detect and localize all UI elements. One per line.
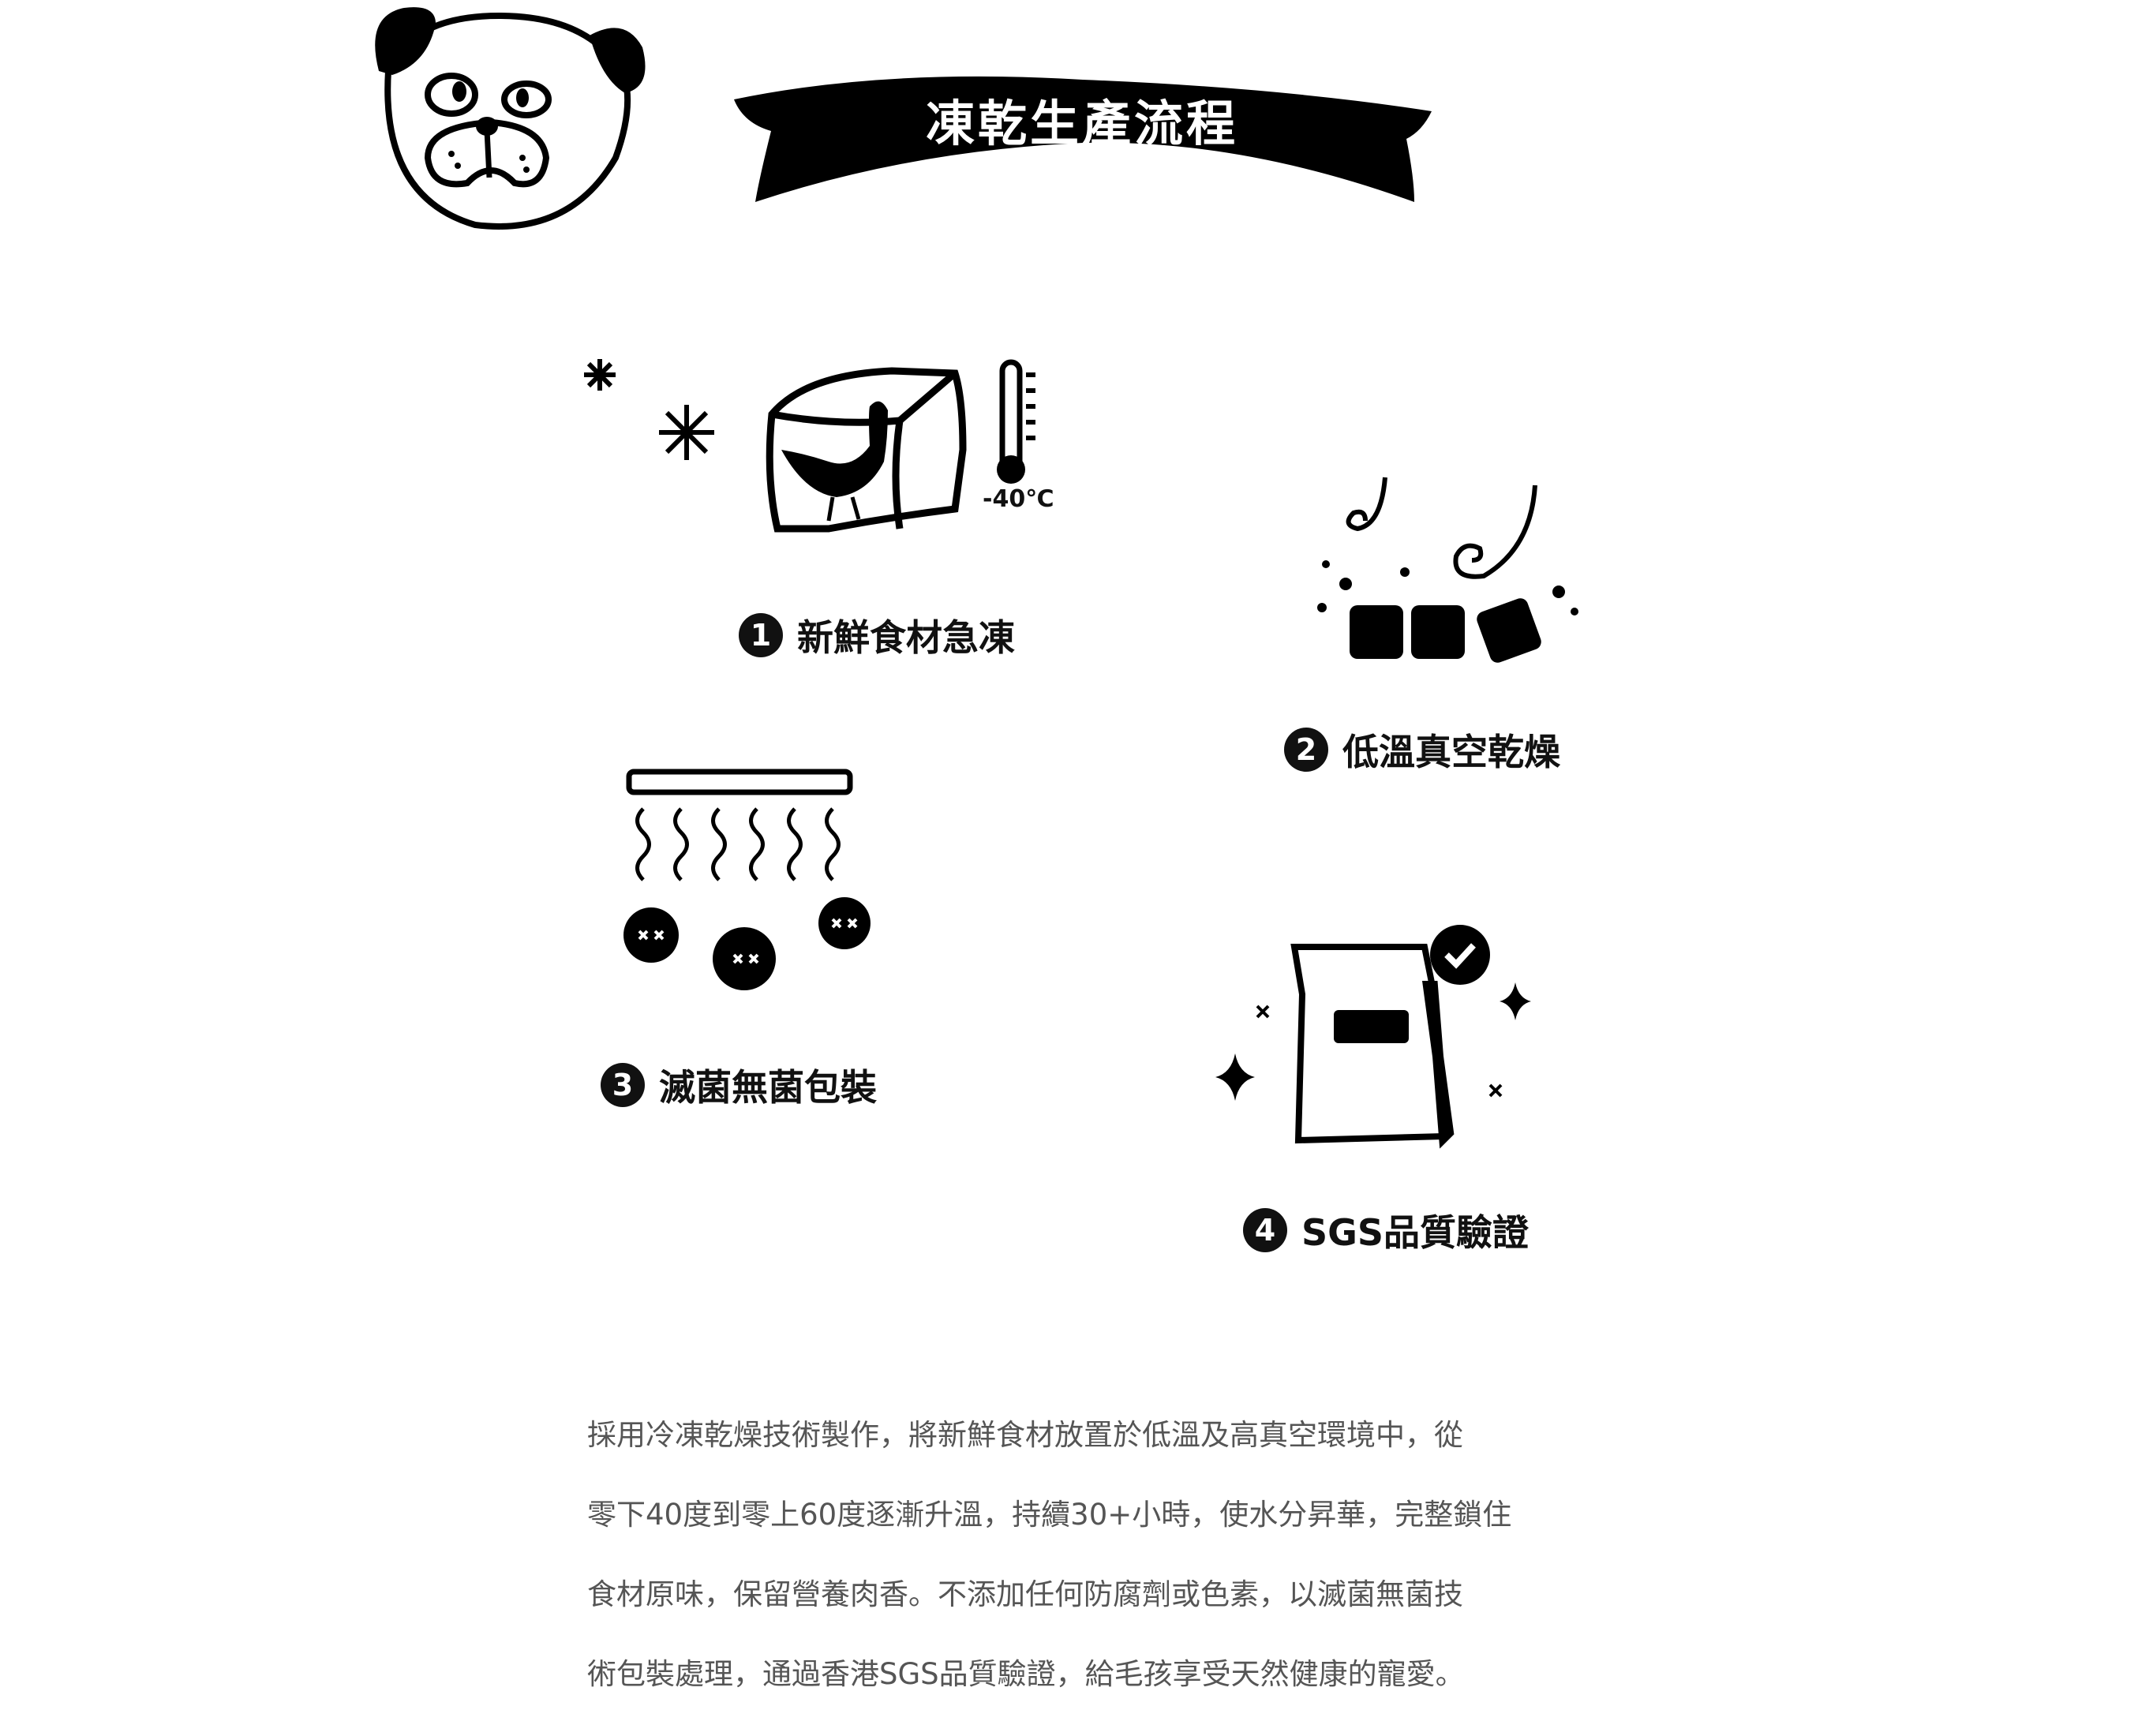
step-number: 3 bbox=[601, 1063, 645, 1107]
temperature-label: -40℃ bbox=[983, 485, 1054, 513]
step-number: 1 bbox=[739, 613, 783, 657]
description-line: 食材原味，保留營養肉香。不添加任何防腐劑或色素，以滅菌無菌技 bbox=[587, 1577, 1463, 1611]
vacuum-drying-icon bbox=[1317, 477, 1578, 663]
step-text: 滅菌無菌包裝 bbox=[659, 1066, 877, 1109]
page-title: 凍乾生產流程 bbox=[925, 95, 1238, 152]
step-1-label: 1 新鮮食材急凍 bbox=[739, 609, 1015, 661]
description-line: 採用冷凍乾燥技術製作，將新鮮食材放置於低溫及高真空環境中，從 bbox=[587, 1418, 1463, 1452]
step-2-label: 2 低溫真空乾燥 bbox=[1284, 724, 1560, 776]
step-text: SGS品質驗證 bbox=[1301, 1211, 1530, 1254]
dog-mascot-icon bbox=[375, 7, 646, 230]
step-text: 低溫真空乾燥 bbox=[1342, 731, 1560, 773]
description-paragraph: 採用冷凍乾燥技術製作，將新鮮食材放置於低溫及高真空環境中，從 零下40度到零上6… bbox=[587, 1395, 1613, 1714]
step-4-label: 4 SGS品質驗證 bbox=[1243, 1204, 1529, 1256]
step-3-label: 3 滅菌無菌包裝 bbox=[601, 1059, 877, 1111]
freezing-chicken-icon bbox=[584, 359, 1035, 533]
sgs-certified-package-icon bbox=[1215, 925, 1531, 1149]
step-text: 新鮮食材急凍 bbox=[797, 616, 1015, 659]
title-banner bbox=[734, 76, 1432, 202]
description-line: 術包裝處理，通過香港SGS品質驗證，給毛孩享受天然健康的寵愛。 bbox=[587, 1657, 1465, 1691]
sterilization-icon bbox=[623, 769, 871, 990]
description-line: 零下40度到零上60度逐漸升溫，持續30+小時，使水分昇華，完整鎖住 bbox=[587, 1498, 1512, 1532]
step-number: 4 bbox=[1243, 1208, 1287, 1252]
step-number: 2 bbox=[1284, 728, 1328, 772]
